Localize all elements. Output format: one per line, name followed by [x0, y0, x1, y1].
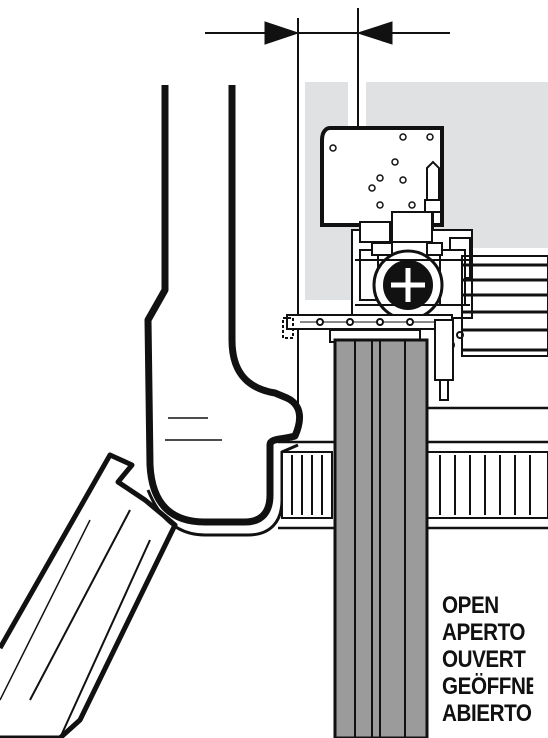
state-label-block: OPEN APERTO OUVERT GEÖFFNET ABIERTO: [442, 592, 533, 727]
link-bar: [282, 314, 453, 343]
vertical-bar: [333, 338, 429, 738]
mounting-plate: [320, 126, 444, 227]
state-label-es: ABIERTO: [442, 700, 532, 727]
dimension-arrow-right-icon: [264, 21, 300, 45]
state-label-de: GEÖFFNET: [442, 673, 533, 700]
right-grille: [424, 451, 548, 519]
left-grille: [281, 451, 333, 519]
screw-cross-icon: [391, 268, 425, 302]
hinge-mechanism-icon: [351, 211, 473, 350]
right-rod: [434, 319, 454, 401]
state-label-en: OPEN: [442, 592, 499, 619]
tilted-lid: [0, 452, 178, 738]
dimension-arrow-left-icon: [356, 21, 393, 45]
shell-profile: [144, 85, 303, 537]
state-label-it: APERTO: [442, 619, 526, 646]
right-slats: [461, 255, 548, 357]
state-label-fr: OUVERT: [442, 646, 526, 673]
